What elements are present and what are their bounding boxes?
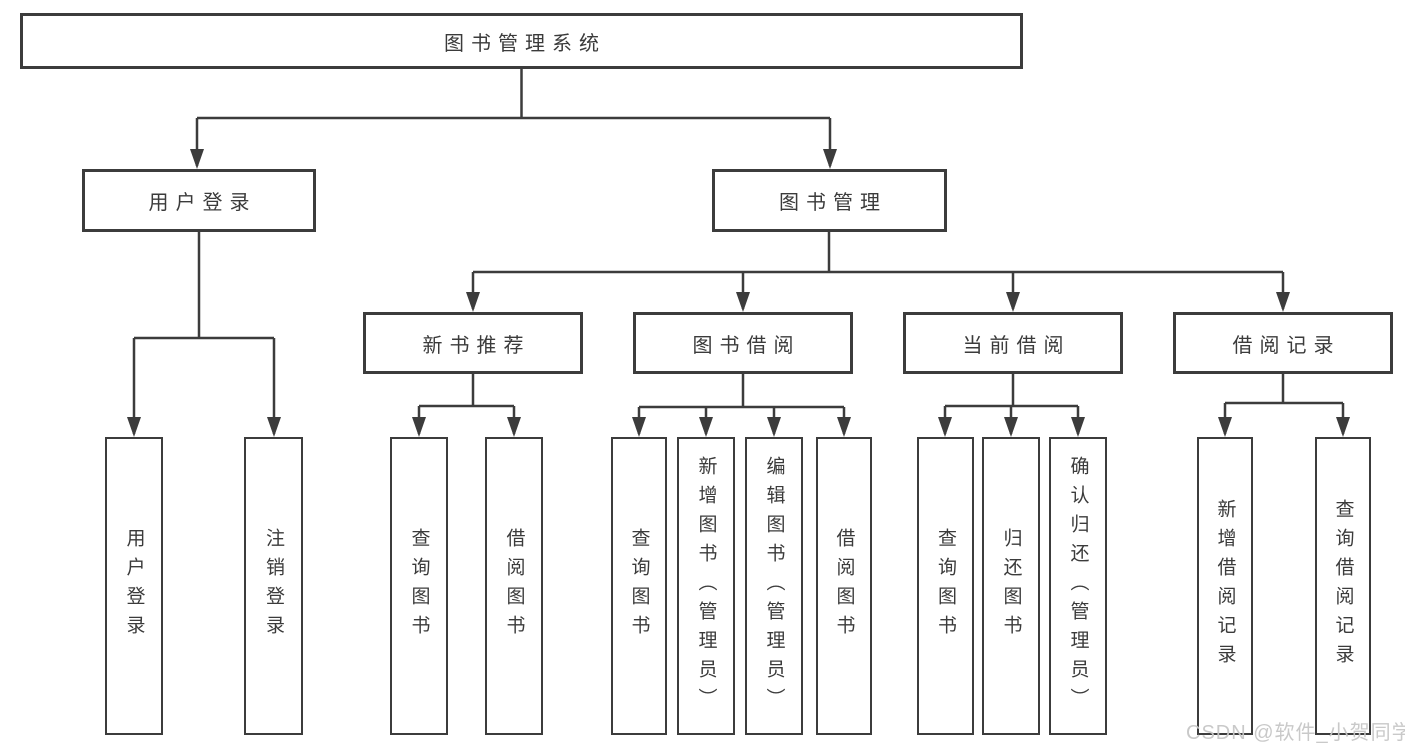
leaf-query-books-current: 查询图书 [917,437,974,735]
leaf-add-book-admin: 新增图书（管理员） [677,437,735,735]
arrowheads [127,149,1350,437]
node-user-login: 用户登录 [82,169,316,232]
leaf-add-borrow-record: 新增借阅记录 [1197,437,1253,735]
node-current-borrowing: 当前借阅 [903,312,1123,374]
node-library-management-system: 图书管理系统 [20,13,1023,69]
watermark-text: CSDN @软件_小贺同学 [1186,722,1405,744]
leaf-borrow-books-borrowing: 借阅图书 [816,437,872,735]
edge-root-to-branches [195,69,832,166]
edge-new-book-children [417,374,516,434]
node-new-book-recommendation: 新书推荐 [363,312,583,374]
leaf-borrow-books-recommend: 借阅图书 [485,437,543,735]
node-book-management: 图书管理 [712,169,947,232]
leaf-query-books-borrowing: 查询图书 [611,437,667,735]
leaf-query-books-recommend: 查询图书 [390,437,448,735]
leaf-return-book: 归还图书 [982,437,1040,735]
edge-book-borrowing-children [637,374,846,434]
leaf-confirm-return-admin: 确认归还（管理员） [1049,437,1107,735]
leaf-user-login: 用户登录 [105,437,163,735]
leaf-query-borrow-record: 查询借阅记录 [1315,437,1371,735]
leaf-edit-book-admin: 编辑图书（管理员） [745,437,803,735]
edge-borrowing-records-children [1223,374,1345,434]
leaf-logout: 注销登录 [244,437,303,735]
node-book-borrowing: 图书借阅 [633,312,853,374]
node-borrowing-records: 借阅记录 [1173,312,1393,374]
edge-book-management-children [471,232,1285,309]
edge-user-login-children [132,232,276,434]
